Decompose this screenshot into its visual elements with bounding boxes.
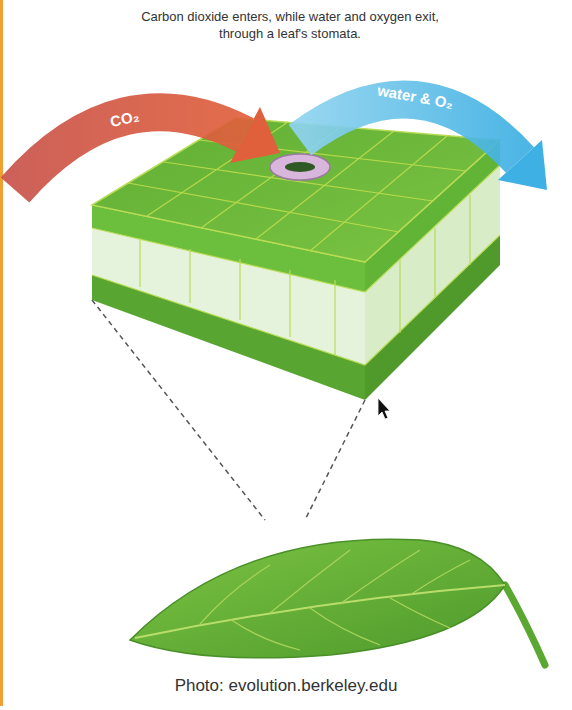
photo-credit: Photo: evolution.berkeley.edu: [0, 676, 572, 696]
figure-caption: Carbon dioxide enters, while water and o…: [120, 8, 460, 42]
